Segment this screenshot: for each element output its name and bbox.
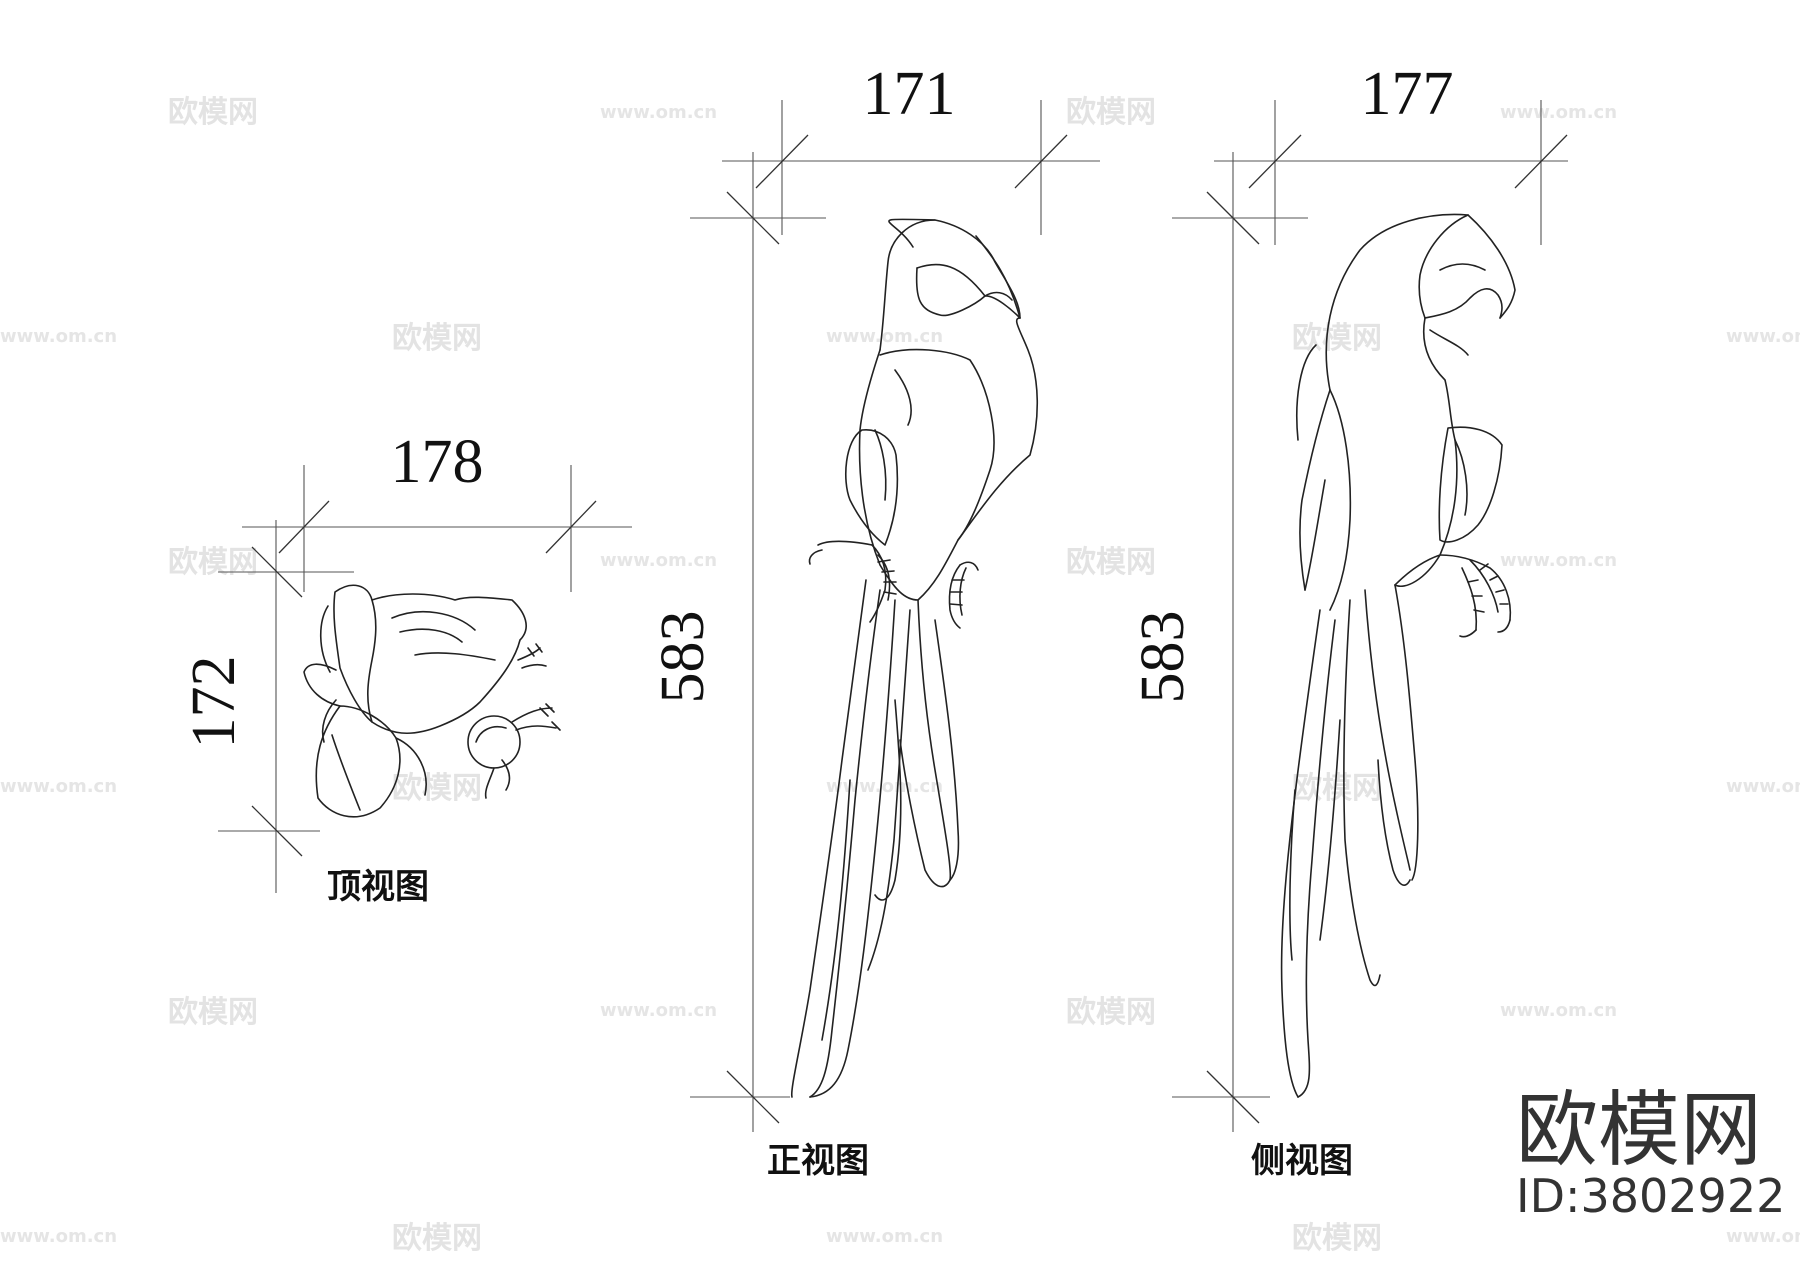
watermark-logo: 欧模网 bbox=[168, 995, 258, 1030]
top-view-depth-dimension: 172 bbox=[180, 656, 248, 749]
front-view-dimensions: 171 583 bbox=[649, 60, 1100, 1132]
watermark-logo: 欧模网 bbox=[1292, 1221, 1382, 1256]
watermark-logo: 欧模网 bbox=[168, 545, 258, 580]
watermark-url: www.om.cn bbox=[0, 1226, 117, 1247]
front-view-height-dimension: 583 bbox=[649, 611, 717, 704]
watermark-url: www.om.cn bbox=[600, 550, 717, 571]
side-view-width-dimension: 177 bbox=[1361, 60, 1454, 128]
watermark-logo: 欧模网 bbox=[1292, 771, 1382, 806]
watermark-logo: 欧模网 bbox=[1292, 321, 1382, 356]
top-view: 178 172 bbox=[180, 428, 632, 907]
front-view-width-dimension: 171 bbox=[863, 60, 956, 128]
side-view-height-dimension: 583 bbox=[1129, 611, 1197, 704]
watermark-url: www.om.cn bbox=[600, 1000, 717, 1021]
watermark-url: www.om.cn bbox=[0, 776, 117, 797]
watermark-url: www.om.cn bbox=[826, 326, 943, 347]
watermark-url: www.om.cn bbox=[826, 1226, 943, 1247]
watermark-layer: 欧模网 www.om.cn 欧模网 www.om.cn www.om.cn 欧模… bbox=[0, 95, 1800, 1256]
watermark-url: www.om.cn bbox=[1726, 1226, 1800, 1247]
front-view-caption: 正视图 bbox=[767, 1141, 869, 1181]
watermark-url: www.om.cn bbox=[1500, 1000, 1617, 1021]
side-view: 177 583 bbox=[1129, 60, 1568, 1181]
watermark-url: www.om.cn bbox=[1726, 326, 1800, 347]
watermark-logo: 欧模网 bbox=[1066, 995, 1156, 1030]
top-view-dimensions: 178 172 bbox=[180, 428, 632, 893]
brand-logo-text: 欧模网 bbox=[1516, 1083, 1762, 1178]
watermark-url: www.om.cn bbox=[1500, 550, 1617, 571]
watermark-url: www.om.cn bbox=[826, 776, 943, 797]
watermark-url: www.om.cn bbox=[0, 326, 117, 347]
watermark-logo: 欧模网 bbox=[392, 771, 482, 806]
watermark-url: www.om.cn bbox=[600, 102, 717, 123]
watermark-logo: 欧模网 bbox=[1066, 95, 1156, 130]
side-view-dimensions: 177 583 bbox=[1129, 60, 1568, 1132]
watermark-logo: 欧模网 bbox=[168, 95, 258, 130]
watermark-url: www.om.cn bbox=[1500, 102, 1617, 123]
watermark-logo: 欧模网 bbox=[1066, 545, 1156, 580]
brand-block: 欧模网 ID:3802922 bbox=[1516, 1083, 1785, 1223]
watermark-logo: 欧模网 bbox=[392, 1221, 482, 1256]
watermark-logo: 欧模网 bbox=[392, 321, 482, 356]
watermark-url: www.om.cn bbox=[1726, 776, 1800, 797]
parrot-front-outline bbox=[790, 218, 1039, 1098]
brand-id: ID:3802922 bbox=[1516, 1169, 1785, 1223]
parrot-side-outline bbox=[1280, 213, 1516, 1098]
top-view-caption: 顶视图 bbox=[327, 867, 429, 907]
front-view: 171 583 bbox=[649, 60, 1100, 1181]
side-view-caption: 侧视图 bbox=[1251, 1141, 1353, 1181]
top-view-width-dimension: 178 bbox=[391, 428, 484, 496]
parrot-top-outline bbox=[303, 584, 561, 818]
